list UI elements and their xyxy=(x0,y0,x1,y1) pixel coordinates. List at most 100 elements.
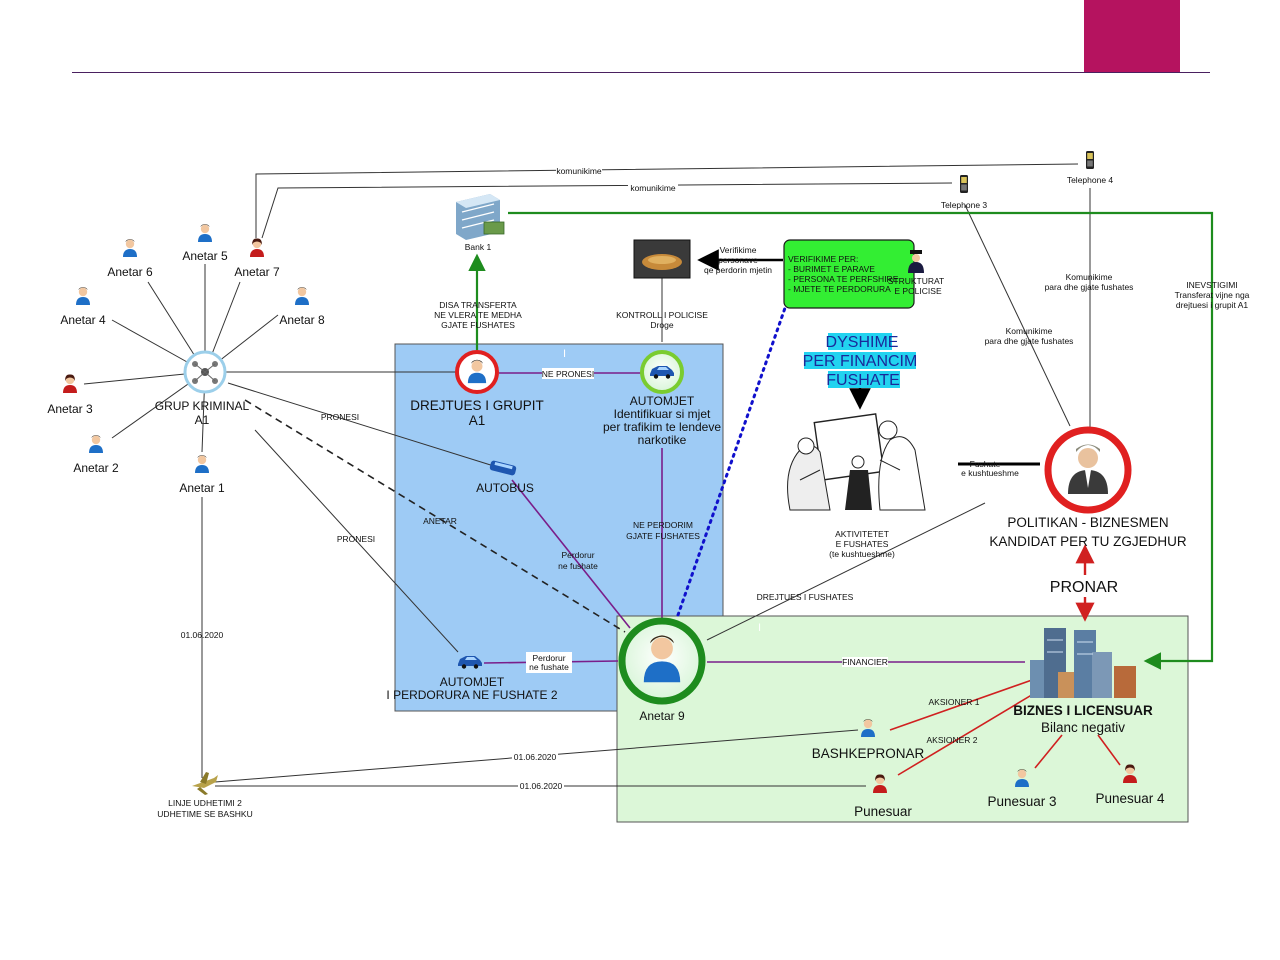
node-anetar-7[interactable]: Anetar 7 xyxy=(234,238,280,279)
person-icon xyxy=(123,239,137,257)
accent-bar xyxy=(1084,0,1180,72)
label-perdorur-2b: ne fushate xyxy=(529,662,569,672)
campaign-illustration xyxy=(787,413,926,511)
label-verifikime-box-2: - BURIMET E PARAVE xyxy=(788,264,875,274)
node-ekran-kontroll xyxy=(633,239,691,279)
person-icon xyxy=(89,435,103,453)
label-fushate-1: Fushate xyxy=(970,459,1001,469)
label-ne-perdorim-2: GJATE FUSHATES xyxy=(626,531,700,541)
node-telephone-3[interactable]: Telephone 3 xyxy=(941,175,988,210)
label-strukturat-1: STRUKTURAT xyxy=(888,276,945,286)
label-aksioner-1: AKSIONER 1 xyxy=(928,697,979,707)
node-biznes[interactable]: BIZNES I LICENSUAR Bilanc negativ xyxy=(1013,628,1153,735)
title-rule xyxy=(72,72,1210,73)
label-biznes-1: BIZNES I LICENSUAR xyxy=(1013,703,1153,718)
link-punesuar3 xyxy=(1034,734,1063,769)
label-ne-pronesi: NE PRONESI xyxy=(542,369,594,379)
label-verifikime-note-1: Verifikime xyxy=(720,245,757,255)
node-punesuar[interactable]: Punesuar xyxy=(854,774,912,819)
label-perdorur-1a: Perdorur xyxy=(561,550,594,560)
link-telephone3-politikan xyxy=(964,204,1071,427)
label-anetar-7: Anetar 7 xyxy=(234,265,280,279)
label-disa-transferta-3: GJATE FUSHATES xyxy=(441,320,515,330)
label-date-1: 01.06.2020 xyxy=(181,630,224,640)
label-disa-transferta-1: DISA TRANSFERTA xyxy=(439,300,517,310)
label-date-3: 01.06.2020 xyxy=(520,781,563,791)
person-icon xyxy=(195,455,209,473)
node-bashkepronar[interactable]: BASHKEPRONAR xyxy=(812,719,925,761)
node-punesuar-3[interactable]: Punesuar 3 xyxy=(987,769,1057,809)
link-autobus-anetar9 xyxy=(511,479,631,629)
person-icon xyxy=(198,224,212,242)
node-anetar-4[interactable]: Anetar 4 xyxy=(60,287,106,327)
label-anetar-9: Anetar 9 xyxy=(639,709,685,723)
node-anetar-6[interactable]: Anetar 6 xyxy=(107,239,153,279)
label-financier: FINANCIER xyxy=(842,657,888,667)
label-verifikime-note-2: personave xyxy=(718,255,758,265)
label-verifikime-note-3: qe perdorin mjetin xyxy=(704,265,772,275)
label-politikan-1: POLITIKAN - BIZNESMEN xyxy=(1007,515,1168,530)
label-fushate-2: e kushtueshme xyxy=(961,468,1019,478)
blue-zone-marker: I xyxy=(563,348,566,360)
label-komunikime-para-1a: Komunikime xyxy=(1006,326,1053,336)
label-komunikime-para-2b: para dhe gjate fushates xyxy=(1045,282,1134,292)
node-punesuar-4[interactable]: Punesuar 4 xyxy=(1095,764,1165,806)
link-punesuar4 xyxy=(1097,734,1121,766)
node-politikan[interactable]: POLITIKAN - BIZNESMEN KANDIDAT PER TU ZG… xyxy=(989,426,1187,549)
label-inevstigimi-1: INEVSTIGIMI xyxy=(1186,280,1237,290)
person-female-icon xyxy=(250,238,264,257)
label-perdorur-1b: ne fushate xyxy=(558,561,598,571)
label-aktivitetet-2: E FUSHATES xyxy=(836,539,889,549)
label-drejtues-1: DREJTUES I GRUPIT xyxy=(410,398,544,413)
label-ne-perdorim-1: NE PERDORIM xyxy=(633,520,693,530)
label-automjet2-1: AUTOMJET xyxy=(440,675,505,689)
verifikime-box[interactable]: VERIFIKIME PER: - BURIMET E PARAVE - PER… xyxy=(783,239,915,309)
label-komunikime-para-1b: para dhe gjate fushates xyxy=(985,336,1074,346)
label-bank: Bank 1 xyxy=(465,242,492,252)
bus-icon xyxy=(489,460,517,476)
label-disa-transferta-2: NE VLERA TE MEDHA xyxy=(434,310,522,320)
dyshime-block: DYSHIME PER FINANCIM FUSHATE xyxy=(803,333,917,389)
airplane-icon xyxy=(192,772,218,795)
label-telephone-4: Telephone 4 xyxy=(1067,175,1114,185)
node-anetar-5[interactable]: Anetar 5 xyxy=(182,224,228,263)
node-automjet-2[interactable]: AUTOMJET I PERDORURA NE FUSHATE 2 xyxy=(386,656,558,702)
node-automjet-top[interactable]: AUTOMJET Identifikuar si mjet per trafik… xyxy=(603,350,721,447)
label-dyshime-1: DYSHIME xyxy=(826,334,899,351)
node-anetar-9[interactable]: Anetar 9 xyxy=(618,617,706,723)
node-anetar-1[interactable]: Anetar 1 xyxy=(179,455,225,495)
node-aktivitetet[interactable]: AKTIVITETET E FUSHATES (te kushtueshme) xyxy=(787,413,926,559)
label-anetar-1: Anetar 1 xyxy=(179,481,225,495)
link-aksioner2 xyxy=(897,689,1041,776)
node-linje-udhetimi[interactable]: LINJE UDHETIMI 2 UDHETIME SE BASHKU xyxy=(157,772,253,819)
node-grup-kriminal[interactable]: GRUP KRIMINAL A1 xyxy=(155,350,250,427)
label-automjet-top-3: per trafikim te lendeve xyxy=(603,420,721,434)
label-kontroll-2: Droge xyxy=(650,320,673,330)
label-dyshime-3: FUSHATE xyxy=(826,372,899,389)
link-labels: komunikime komunikime PRONESI PRONESI AN… xyxy=(181,166,1250,791)
link-komunikime-telephone4 xyxy=(255,163,1079,238)
node-strukturat[interactable]: STRUKTURAT E POLICISE xyxy=(888,250,945,296)
fushate-label: Fushate e kushtueshme xyxy=(961,459,1019,478)
node-anetar-3[interactable]: Anetar 3 xyxy=(47,374,93,416)
verifikime-note: Verifikime personave qe perdorin mjetin xyxy=(704,245,772,275)
anetar9-ring xyxy=(618,617,706,705)
node-anetar-2[interactable]: Anetar 2 xyxy=(73,435,119,475)
node-telephone-4[interactable]: Telephone 4 xyxy=(1067,151,1114,185)
mobile-phone-icon xyxy=(1086,151,1094,169)
label-aksioner-2: AKSIONER 2 xyxy=(926,735,977,745)
label-drejtues-fushates: DREJTUES I FUSHATES xyxy=(757,592,854,602)
node-autobus[interactable]: AUTOBUS xyxy=(476,460,534,495)
label-autobus: AUTOBUS xyxy=(476,481,534,495)
label-pronar: PRONAR xyxy=(1050,579,1118,596)
label-anetar-3: Anetar 3 xyxy=(47,402,93,416)
label-biznes-2: Bilanc negativ xyxy=(1041,720,1125,735)
label-inevstigimi-3: drejtuesi i grupit A1 xyxy=(1176,300,1249,310)
control-screen-image xyxy=(633,239,691,279)
node-bank[interactable]: Bank 1 xyxy=(456,194,505,252)
node-anetar-8[interactable]: Anetar 8 xyxy=(279,287,325,327)
label-telephone-3: Telephone 3 xyxy=(941,200,988,210)
label-strukturat-2: E POLICISE xyxy=(894,286,942,296)
node-drejtues[interactable]: DREJTUES I GRUPIT A1 xyxy=(410,350,544,428)
